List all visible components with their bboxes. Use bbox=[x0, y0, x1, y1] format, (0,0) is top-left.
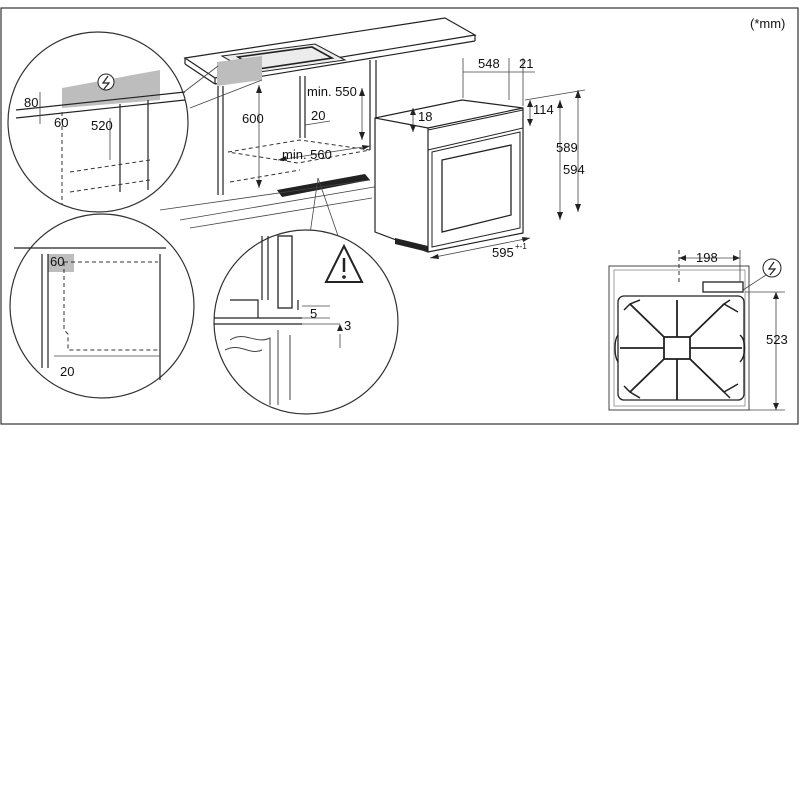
dim-520-label: 520 bbox=[91, 118, 113, 133]
unit-note: (*mm) bbox=[750, 16, 785, 31]
installation-diagram: (*mm) 600 bbox=[0, 7, 799, 425]
detail-gap-circle: 5 3 bbox=[213, 229, 399, 415]
dim-600-label: 600 bbox=[242, 111, 264, 126]
dim-5-label: 5 bbox=[310, 306, 317, 321]
dim-80-label: 80 bbox=[24, 95, 38, 110]
diagram-border bbox=[0, 7, 799, 425]
dim-595-label: 595 bbox=[492, 245, 514, 260]
dim-20-side-label: 20 bbox=[60, 364, 74, 379]
dim-589-label: 589 bbox=[556, 140, 578, 155]
dim-min550-label: min. 550 bbox=[307, 84, 357, 99]
diagram-canvas: (*mm) 600 bbox=[0, 7, 799, 425]
dim-min560-label: min. 560 bbox=[282, 147, 332, 162]
dim-60-side-label: 60 bbox=[50, 254, 64, 269]
dim-20-label: 20 bbox=[311, 108, 325, 123]
electric-connection-icon bbox=[101, 75, 111, 90]
oven-drawing: 548 21 18 114 589 594 595 +-1 bbox=[374, 56, 586, 260]
dim-548-label: 548 bbox=[478, 56, 500, 71]
dim-523-label: 523 bbox=[766, 332, 788, 347]
detail-top-circle: 80 60 520 bbox=[7, 31, 189, 213]
hob-top-view: 198 523 bbox=[608, 250, 788, 411]
dim-18-label: 18 bbox=[418, 109, 432, 124]
dim-198-label: 198 bbox=[696, 250, 718, 265]
detail-side-circle: 60 20 bbox=[9, 213, 195, 399]
dim-21-label: 21 bbox=[519, 56, 533, 71]
dim-594-label: 594 bbox=[563, 162, 585, 177]
dim-595-tolerance: +-1 bbox=[515, 242, 527, 251]
cabinet-drawing: 600 min. 550 20 min. 560 bbox=[159, 17, 477, 229]
dim-3-label: 3 bbox=[344, 318, 351, 333]
electric-connection-icon bbox=[767, 261, 777, 276]
dim-114-label: 114 bbox=[533, 102, 554, 117]
dim-60-top-label: 60 bbox=[54, 115, 68, 130]
